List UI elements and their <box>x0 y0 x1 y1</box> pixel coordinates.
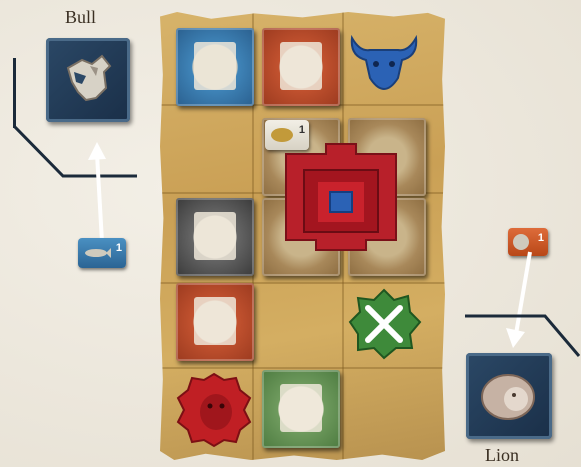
bull-label: Bull <box>65 7 96 28</box>
token-count: 1 <box>116 242 122 254</box>
building-tile-green[interactable] <box>262 370 340 448</box>
connector-line <box>13 58 16 128</box>
lion-head-icon[interactable] <box>174 370 254 450</box>
building-tile-gray[interactable] <box>176 198 254 276</box>
lion-head-icon <box>466 353 552 439</box>
green-piece[interactable] <box>346 286 422 362</box>
bull-head-icon <box>46 38 130 122</box>
lion-tile[interactable] <box>466 353 552 439</box>
temple-icon[interactable] <box>282 140 400 252</box>
token-count: 1 <box>299 124 305 136</box>
fish-icon <box>82 244 112 262</box>
connector-line <box>13 120 138 185</box>
bull-head-icon[interactable] <box>346 30 422 102</box>
lion-label: Lion <box>485 445 519 466</box>
building-tile-red[interactable] <box>262 28 340 106</box>
bull-tile[interactable] <box>46 38 130 122</box>
connector-line <box>465 300 581 360</box>
fish-token[interactable]: 1 <box>78 238 126 268</box>
token-count: 1 <box>538 232 544 244</box>
building-tile-blue[interactable] <box>176 28 254 106</box>
building-tile-red[interactable] <box>176 283 254 361</box>
arrow-up-icon <box>85 140 115 245</box>
